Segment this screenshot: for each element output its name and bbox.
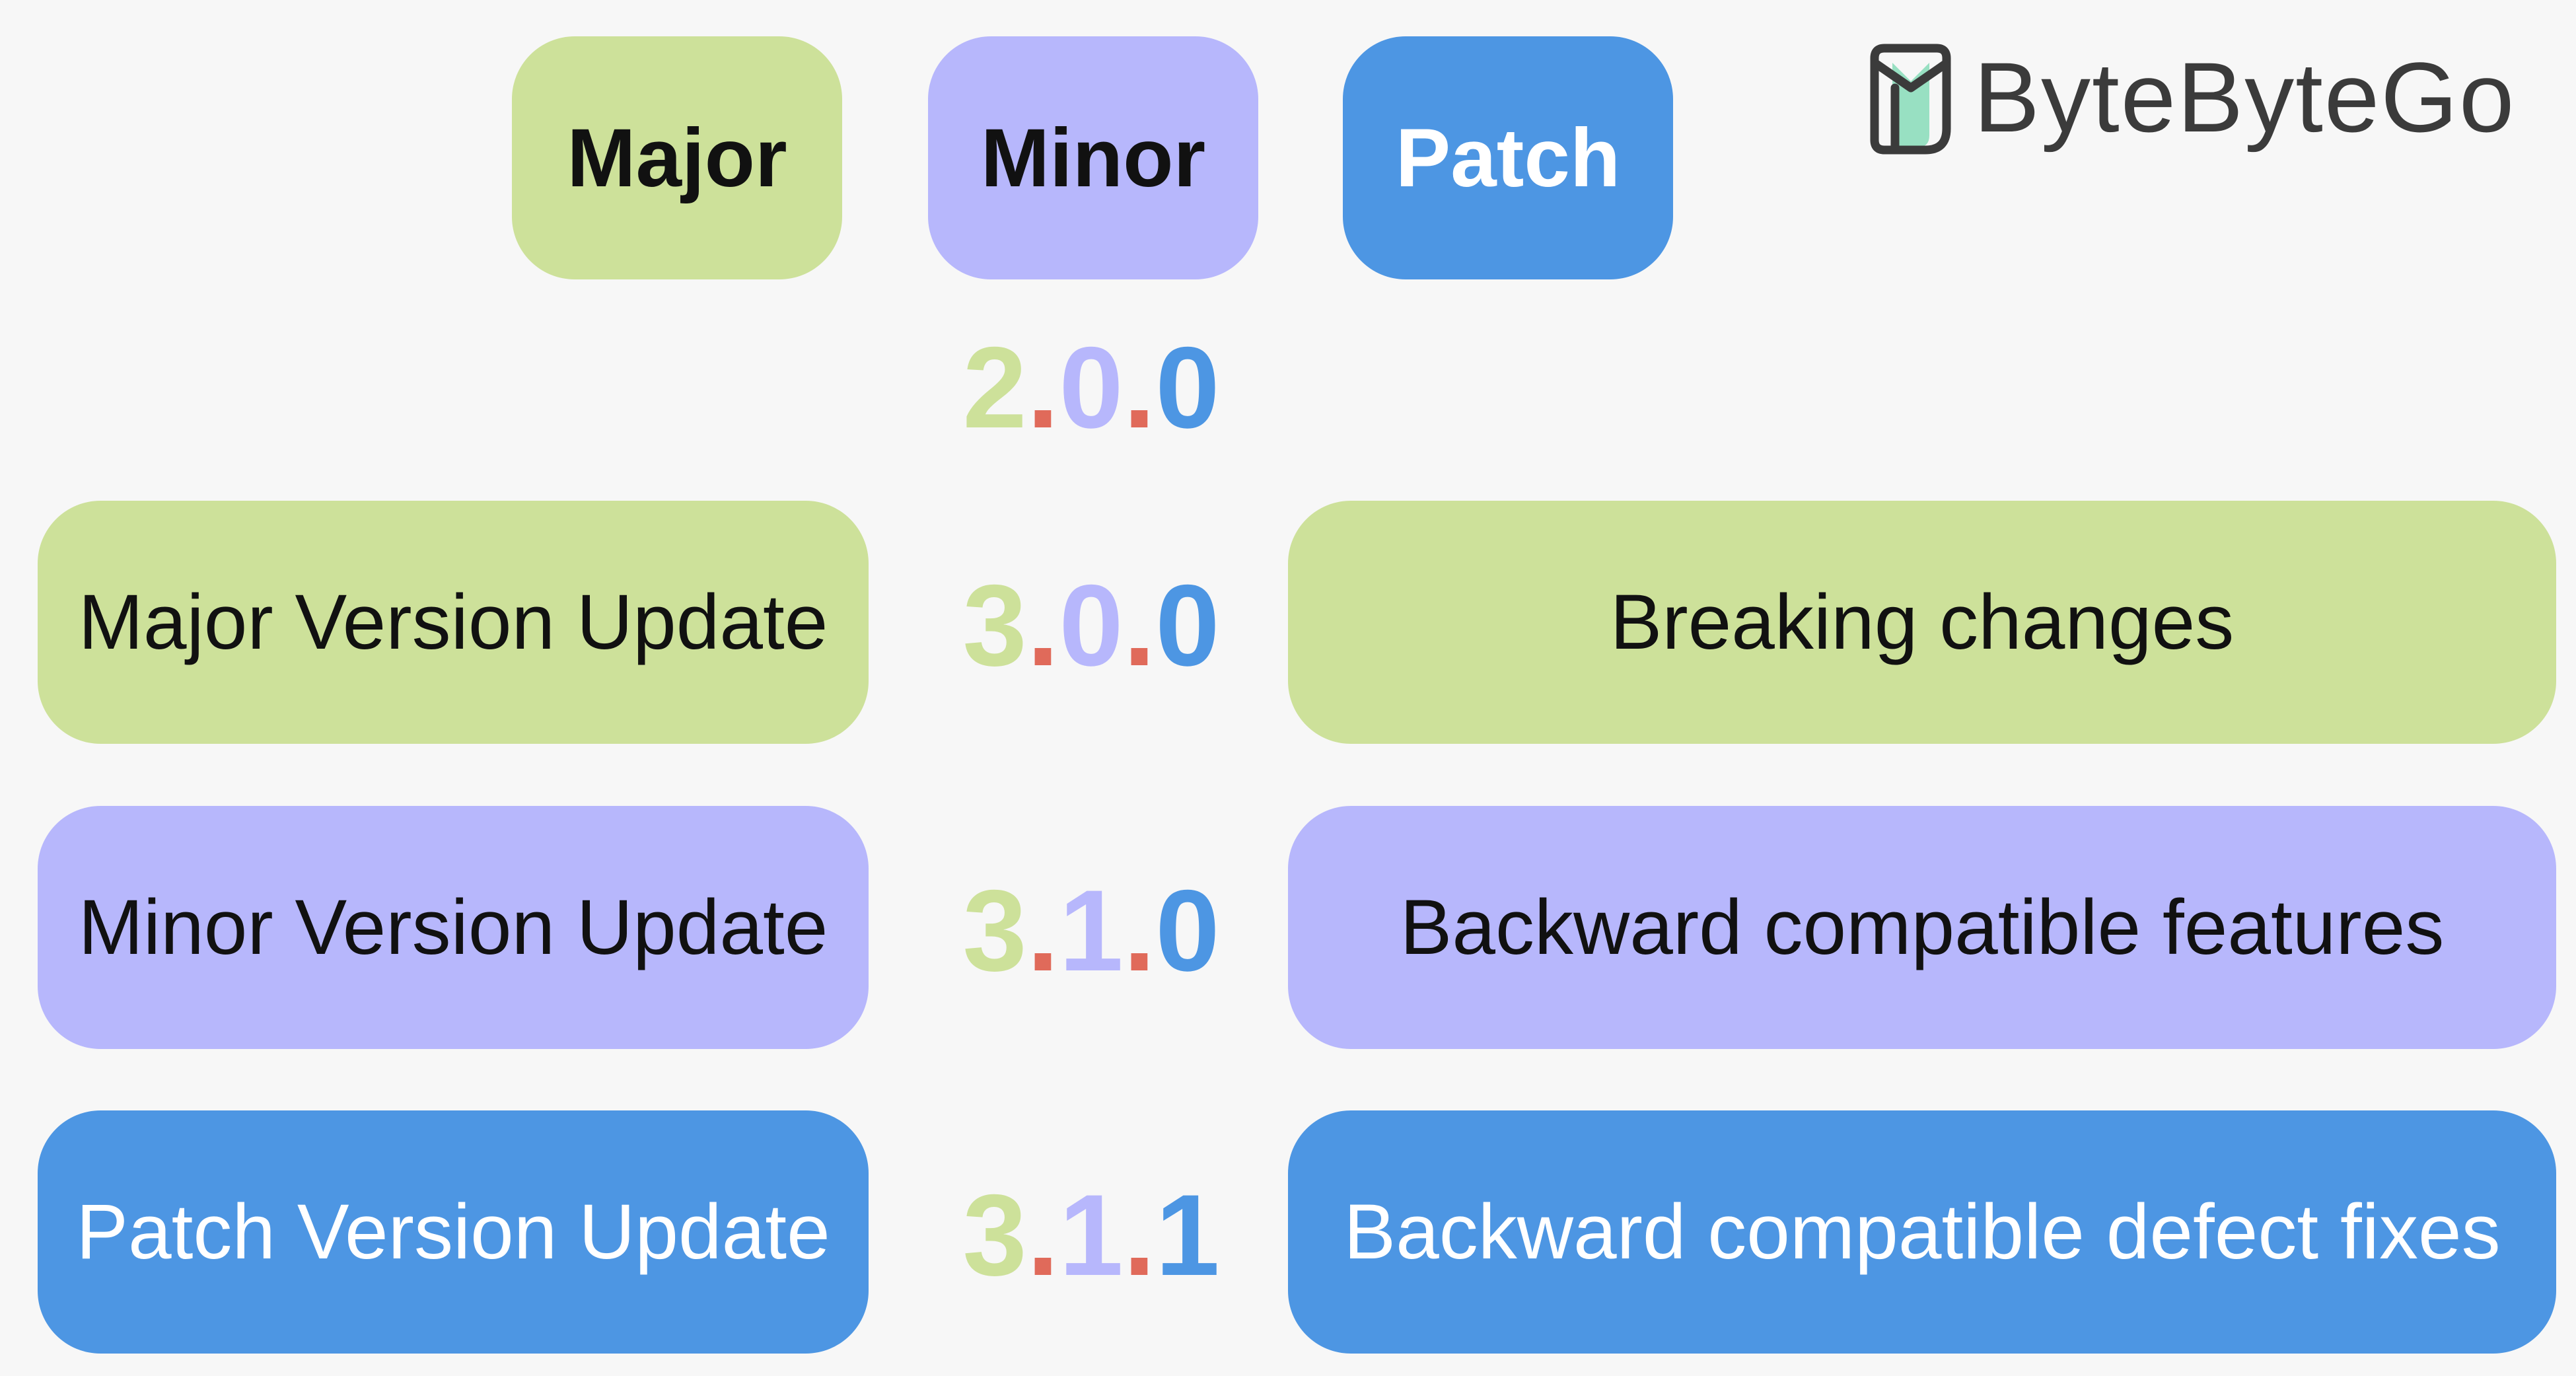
version-major-digit: 2: [962, 324, 1027, 453]
major-version-update-label: Major Version Update: [38, 501, 869, 744]
version-number: 3.0.0: [906, 568, 1276, 684]
version-separator: .: [1123, 561, 1156, 690]
version-patch-digit: 0: [1155, 561, 1220, 690]
version-separator: .: [1123, 867, 1156, 996]
version-minor-digit: 0: [1059, 324, 1124, 453]
minor-header: Minor: [928, 36, 1258, 279]
brand-name: ByteByteGo: [1974, 41, 2516, 153]
version-minor-digit: 1: [1059, 1171, 1124, 1300]
version-minor-digit: 1: [1059, 867, 1124, 996]
version-patch-digit: 1: [1155, 1171, 1220, 1300]
version-separator: .: [1123, 1171, 1156, 1300]
version-minor-digit: 0: [1059, 561, 1124, 690]
version-number: 2.0.0: [906, 330, 1276, 446]
version-patch-digit: 0: [1155, 867, 1220, 996]
version-separator: .: [1026, 1171, 1059, 1300]
version-major-digit: 3: [962, 1171, 1027, 1300]
major-header: Major: [512, 36, 842, 279]
version-major-digit: 3: [962, 561, 1027, 690]
version-separator: .: [1123, 324, 1156, 453]
version-separator: .: [1026, 561, 1059, 690]
backward-compatible-features-description: Backward compatible features: [1288, 806, 2556, 1049]
version-major-digit: 3: [962, 867, 1027, 996]
patch-version-update-label: Patch Version Update: [38, 1110, 869, 1354]
version-patch-digit: 0: [1155, 324, 1220, 453]
version-separator: .: [1026, 867, 1059, 996]
version-number: 3.1.1: [906, 1178, 1276, 1293]
brand-logo: ByteByteGo: [1866, 34, 2515, 160]
breaking-changes-description: Breaking changes: [1288, 501, 2556, 744]
bytebytego-logo-icon: [1870, 44, 1951, 154]
backward-compatible-fixes-description: Backward compatible defect fixes: [1288, 1110, 2556, 1354]
minor-version-update-label: Minor Version Update: [38, 806, 869, 1049]
version-separator: .: [1026, 324, 1059, 453]
version-number: 3.1.0: [906, 873, 1276, 989]
patch-header: Patch: [1343, 36, 1673, 279]
